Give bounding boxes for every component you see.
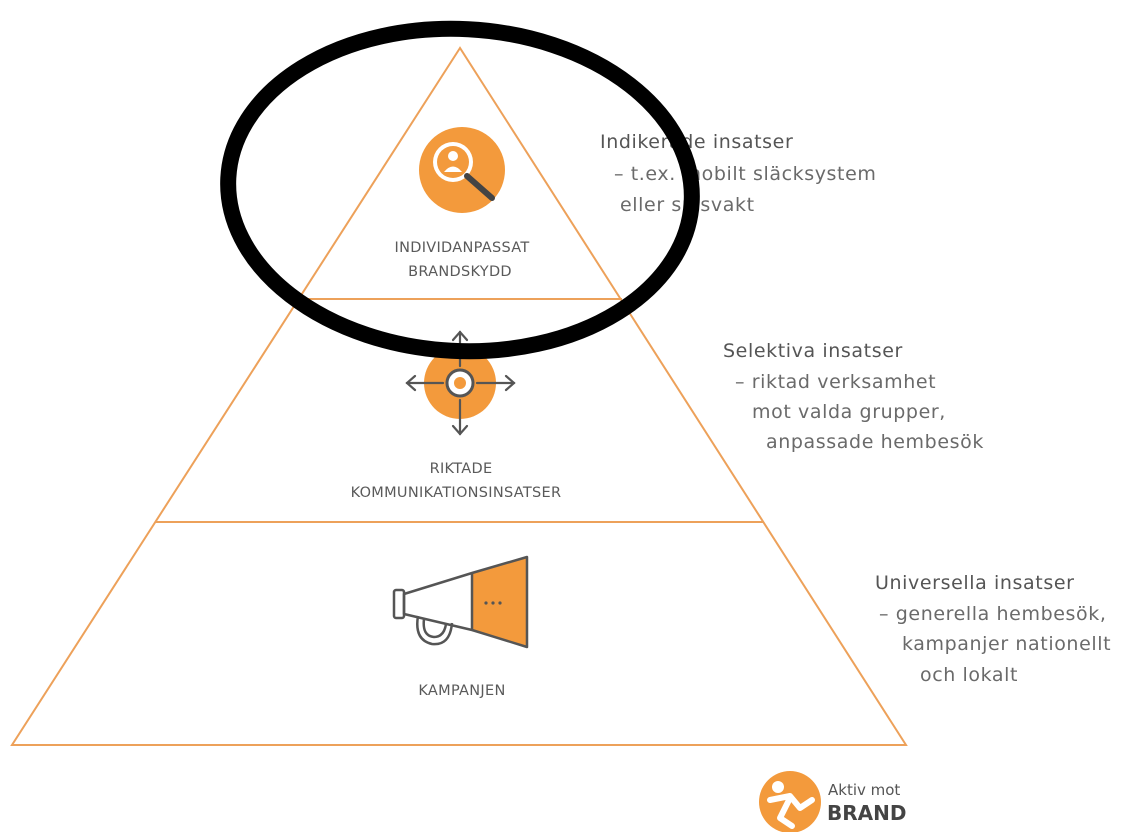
logo-line1: Aktiv mot (828, 781, 900, 799)
bottom-side-line2: kampanjer nationellt (902, 633, 1111, 655)
running-person-logo-icon (759, 771, 821, 833)
person-magnifier-icon (419, 127, 505, 213)
annotation-ring (220, 20, 700, 360)
middle-side-line1: – riktad verksamhet (735, 371, 936, 393)
bottom-side-line3: och lokalt (920, 664, 1018, 686)
top-side-heading: Indikerade insatser (600, 131, 793, 153)
middle-side-line2: mot valda grupper, (752, 401, 946, 423)
logo-line2: BRAND (827, 801, 906, 825)
bottom-side-line1: – generella hembesök, (879, 603, 1107, 625)
side-annotation-bottom: Universella insatser – generella hembesö… (875, 572, 1111, 686)
aktiv-mot-brand-logo: Aktiv mot BRAND (759, 771, 906, 833)
middle-side-heading: Selektiva insatser (723, 340, 903, 362)
middle-side-line3: anpassade hembesök (766, 431, 984, 453)
top-tier-label-line2: BRANDSKYDD (408, 264, 512, 280)
middle-tier-label-line1: RIKTADE (430, 461, 493, 477)
bottom-side-heading: Universella insatser (875, 572, 1075, 594)
side-annotation-middle: Selektiva insatser – riktad verksamhet m… (723, 340, 984, 453)
pyramid-triangle (10, 46, 908, 746)
pyramid-outline (10, 46, 908, 746)
target-arrows-icon (405, 330, 516, 436)
top-side-line1: – t.ex. mobilt släcksystem (614, 163, 877, 185)
top-tier-label-line1: INDIVIDANPASSAT (395, 240, 530, 256)
middle-tier-label-line2: KOMMUNIKATIONSINSATSER (351, 485, 562, 501)
megaphone-icon (392, 555, 529, 649)
side-annotation-top: Indikerade insatser – t.ex. mobilt släck… (600, 131, 877, 216)
bottom-tier-label: KAMPANJEN (418, 683, 505, 699)
